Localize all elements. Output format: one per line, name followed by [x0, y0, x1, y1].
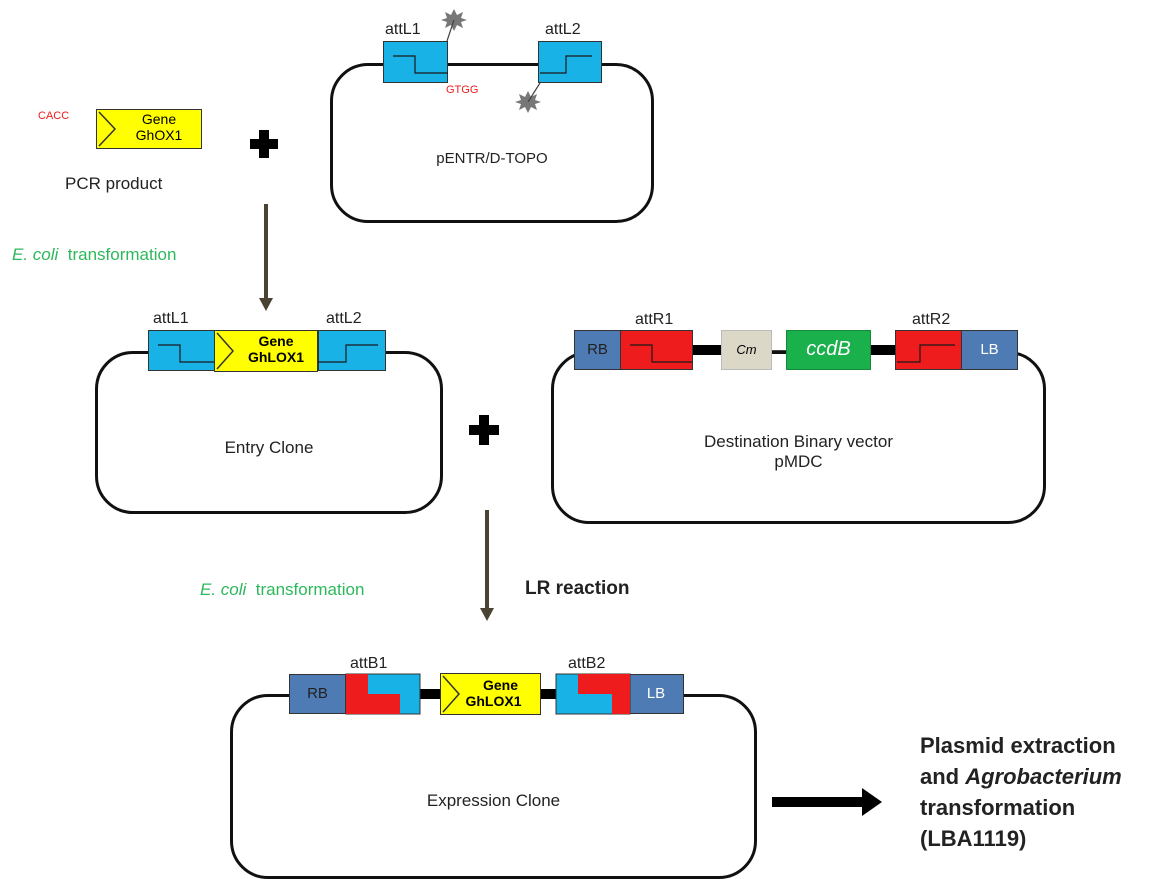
entry-attl2-glyph — [318, 344, 378, 363]
att-site-glyphs — [158, 55, 955, 363]
final-line-1: Plasmid extraction — [920, 733, 1116, 758]
agrobacterium-name: Agrobacterium — [965, 764, 1122, 789]
destination-cm-box — [721, 330, 772, 370]
plus-sign-2 — [469, 415, 499, 445]
destination-cm-link — [772, 350, 786, 351]
final-line-2: and Agrobacterium — [920, 761, 1122, 792]
entry-attl1-glyph — [158, 344, 214, 363]
expression-lb-label: LB — [646, 685, 666, 702]
expression-backbone-line-1 — [419, 689, 441, 699]
topo-overhang-sequence: GTGG — [446, 84, 479, 96]
destination-attr1-glyph — [630, 344, 692, 363]
entry-clone-name: Entry Clone — [224, 438, 314, 457]
transformation-word: transformation — [255, 580, 365, 599]
destination-backbone-line-1 — [693, 345, 721, 355]
process-arrow-2 — [480, 510, 494, 621]
topo-attl1-label: attL1 — [385, 21, 421, 38]
topo-vector — [330, 63, 654, 223]
topo-attl2-glyph — [540, 55, 592, 74]
expression-gene-box: Gene GhLOX1 — [440, 673, 541, 715]
destination-vector — [551, 351, 1046, 524]
attb1-site — [345, 673, 421, 715]
pcr-left-sequence: CACC — [38, 110, 70, 122]
destination-lb-box — [961, 330, 1018, 370]
expression-gene-label-line2: GhLOX1 — [465, 693, 522, 709]
topo-attl2-label: attL2 — [545, 21, 581, 38]
pcr-gene-label-line2: GhOX1 — [135, 127, 183, 143]
ecoli-name: E. coli — [12, 245, 59, 264]
entry-gene-label-line1: Gene — [258, 333, 294, 349]
ecoli-name: E. coli — [200, 580, 247, 599]
destination-cm-label: Cm — [736, 342, 757, 357]
plus-sign-1 — [250, 130, 278, 158]
destination-rb-label: RB — [587, 341, 608, 358]
entry-attl2-label: attL2 — [326, 310, 362, 327]
entry-attl1-box — [148, 330, 216, 371]
expression-rb-label: RB — [307, 685, 328, 702]
destination-ccdb-label: ccdB — [806, 338, 851, 360]
final-step-text: Plasmid extraction and Agrobacterium tra… — [920, 730, 1122, 854]
destination-vector-name-line2: pMDC — [774, 452, 823, 471]
destination-backbone-line-2 — [870, 345, 896, 355]
destination-attr2-glyph — [897, 344, 955, 363]
gene-direction-icon — [442, 675, 461, 713]
final-line-4: (LBA1119) — [920, 826, 1027, 851]
final-line-3: transformation — [920, 795, 1076, 820]
expression-clone-name: Expression Clone — [426, 791, 561, 810]
entry-gene-label-line2: GhLOX1 — [247, 349, 304, 365]
lr-reaction-label: LR reaction — [525, 578, 630, 599]
output-arrow — [772, 788, 882, 816]
entry-gene-box: Gene GhLOX1 — [214, 330, 318, 372]
expression-backbone-line-2 — [540, 689, 557, 699]
transformation-2-label: E. coli transformation — [200, 580, 364, 600]
destination-attr1-box — [620, 330, 693, 370]
expression-attb1-label: attB1 — [350, 655, 388, 672]
topoisomerase-star-icon — [441, 9, 467, 42]
pcr-gene-label-line1: Gene — [141, 111, 177, 127]
gene-direction-icon — [216, 332, 235, 370]
process-arrow-1 — [259, 204, 273, 311]
destination-attr2-label: attR2 — [912, 311, 951, 328]
expression-lb-box — [628, 674, 684, 714]
transformation-1-label: E. coli transformation — [12, 245, 176, 265]
attb2-site — [555, 673, 631, 715]
topo-attl1-box — [383, 41, 448, 83]
transformation-word: transformation — [67, 245, 177, 264]
destination-ccdb-box — [786, 330, 871, 370]
entry-attl2-box — [318, 330, 386, 371]
pcr-product-caption: PCR product — [65, 174, 163, 193]
destination-rb-box — [574, 330, 621, 370]
topoisomerase-star-icon — [515, 82, 541, 113]
destination-lb-label: LB — [980, 341, 999, 358]
topo-vector-name: pENTR/D-TOPO — [436, 150, 548, 167]
topo-attl2-box — [538, 41, 602, 83]
topo-attl1-glyph — [393, 55, 448, 74]
final-line-2-prefix: and — [920, 764, 966, 789]
gene-direction-icon — [98, 111, 117, 147]
destination-vector-name-line1: Destination Binary vector — [704, 432, 893, 451]
expression-attb2-label: attB2 — [568, 655, 606, 672]
destination-attr2-box — [895, 330, 962, 370]
pcr-gene-box: Gene GhOX1 — [96, 109, 202, 149]
destination-attr1-label: attR1 — [635, 311, 674, 328]
expression-gene-label-line1: Gene — [482, 677, 518, 693]
entry-attl1-label: attL1 — [153, 310, 189, 327]
